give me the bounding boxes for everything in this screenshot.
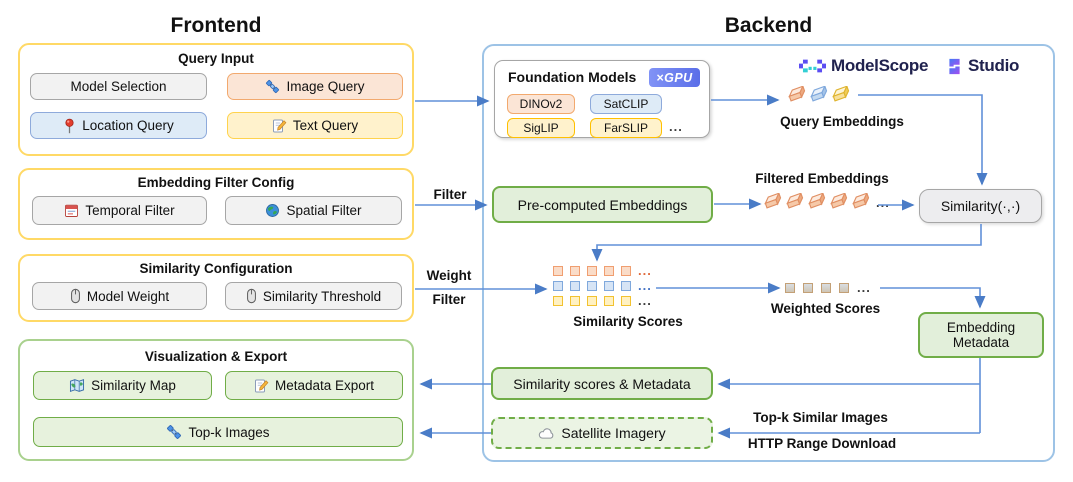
score-square-icon <box>570 295 580 306</box>
filtered-embeddings-label: Filtered Embeddings <box>755 171 889 186</box>
score-square-icon <box>621 295 631 306</box>
satellite-imagery-node: Satellite Imagery <box>491 417 713 449</box>
satellite-icon <box>265 79 280 94</box>
score-square-icon <box>621 265 631 276</box>
xgpu-badge: ×GPU <box>649 68 700 87</box>
filtered-embeddings-icons: ... <box>763 193 890 212</box>
score-square-icon <box>553 280 563 291</box>
weighted-scores-label: Weighted Scores <box>770 301 881 316</box>
topk-images-button[interactable]: Top-k Images <box>33 417 403 447</box>
notepad-icon <box>254 378 269 394</box>
frontend-title: Frontend <box>170 14 262 37</box>
similarity-scores-label: Similarity Scores <box>573 314 683 329</box>
score-square-icon <box>570 265 580 276</box>
score-square-icon <box>587 265 597 276</box>
image-query-label: Image Query <box>286 79 365 94</box>
query-embeddings-icons <box>787 86 852 105</box>
model-weight-button[interactable]: Model Weight <box>32 282 207 310</box>
model-selection-button[interactable]: Model Selection <box>30 73 207 100</box>
filter-arrow-label2: Filter <box>432 292 466 307</box>
foundation-models-title: Foundation Models <box>508 69 637 85</box>
score-square-icon <box>570 280 580 291</box>
studio-label: Studio <box>968 56 1020 75</box>
mouse-icon <box>246 288 257 304</box>
score-square-icon <box>604 265 614 276</box>
embedding-bar-icon <box>830 193 848 209</box>
metadata-export-label: Metadata Export <box>274 378 375 393</box>
similarity-map-label: Similarity Map <box>91 378 176 393</box>
embedding-bar-icon <box>832 86 850 102</box>
spatial-filter-button[interactable]: Spatial Filter <box>225 196 402 225</box>
weighted-scores-icons: ... <box>785 281 871 294</box>
score-square-icon <box>604 280 614 291</box>
similarity-scores-row-3: ... <box>553 294 652 307</box>
score-square-icon <box>553 295 563 306</box>
model-chip-satclip: SatCLIP <box>590 94 662 114</box>
modelscope-icon <box>799 59 826 73</box>
query-input-title: Query Input <box>178 51 254 66</box>
score-square-icon <box>604 295 614 306</box>
similarity-threshold-button[interactable]: Similarity Threshold <box>225 282 402 310</box>
model-chip-siglip: SigLIP <box>507 118 575 138</box>
map-icon <box>69 378 85 393</box>
similarity-function-node: Similarity(·,·) <box>919 189 1042 223</box>
scores-metadata-node: Similarity scores & Metadata <box>491 367 713 400</box>
metadata-export-button[interactable]: Metadata Export <box>225 371 403 400</box>
score-square-icon <box>621 280 631 291</box>
model-weight-label: Model Weight <box>86 288 170 304</box>
foundation-models-box: Foundation Models ×GPU DINOv2 SatCLIP Si… <box>494 60 710 138</box>
weight-arrow-label: Weight <box>426 268 472 283</box>
similarity-scores-row-2: ... <box>553 279 652 292</box>
viz-export-title: Visualization & Export <box>144 349 288 364</box>
backend-title: Backend <box>724 14 813 37</box>
spatial-filter-label: Spatial Filter <box>286 203 362 218</box>
pushpin-icon <box>63 118 76 134</box>
location-query-button[interactable]: Location Query <box>30 112 207 139</box>
embedding-bar-icon <box>810 86 828 102</box>
text-query-label: Text Query <box>292 118 359 133</box>
precomputed-embeddings-node: Pre-computed Embeddings <box>492 186 713 223</box>
embedding-bar-icon <box>808 193 826 209</box>
embedding-bar-icon <box>786 193 804 209</box>
studio-icon <box>946 58 963 75</box>
similarity-map-button[interactable]: Similarity Map <box>33 371 212 400</box>
similarity-config-title: Similarity Configuration <box>139 261 293 276</box>
text-query-button[interactable]: Text Query <box>227 112 403 139</box>
score-square-icon <box>587 295 597 306</box>
embedding-bar-icon <box>764 193 782 209</box>
location-query-label: Location Query <box>82 118 174 133</box>
globe-icon <box>265 203 280 218</box>
score-square-icon <box>587 280 597 291</box>
score-square-icon <box>553 265 563 276</box>
model-chip-farslip: FarSLIP <box>590 118 662 138</box>
mouse-icon <box>70 288 81 304</box>
model-selection-label: Model Selection <box>70 79 167 94</box>
temporal-filter-button[interactable]: Temporal Filter <box>32 196 207 225</box>
embedding-bar-icon <box>788 86 806 102</box>
modelscope-logo: ModelScope <box>799 56 928 76</box>
http-range-label: HTTP Range Download <box>747 436 897 451</box>
topk-similar-label: Top-k Similar Images <box>753 410 888 425</box>
modelscope-label: ModelScope <box>831 56 929 75</box>
studio-logo: Studio <box>946 56 1019 76</box>
notepad-icon <box>272 118 287 134</box>
model-chip-dinov2: DINOv2 <box>507 94 575 114</box>
similarity-scores-row-1: ... <box>553 264 652 277</box>
satellite-icon <box>166 424 182 440</box>
models-ellipsis: ... <box>669 119 683 134</box>
cloud-icon <box>538 427 555 440</box>
similarity-threshold-label: Similarity Threshold <box>262 288 382 304</box>
filtered-ellipsis: ... <box>876 194 890 210</box>
temporal-filter-label: Temporal Filter <box>85 203 175 218</box>
embedding-metadata-node: Embedding Metadata <box>918 312 1044 358</box>
query-embeddings-label: Query Embeddings <box>780 114 904 129</box>
embedding-bar-icon <box>852 193 870 209</box>
embedding-filter-title: Embedding Filter Config <box>137 175 295 190</box>
filter-arrow-label: Filter <box>433 187 467 202</box>
topk-images-label: Top-k Images <box>188 424 270 440</box>
calendar-icon <box>64 203 79 218</box>
image-query-button[interactable]: Image Query <box>227 73 403 100</box>
